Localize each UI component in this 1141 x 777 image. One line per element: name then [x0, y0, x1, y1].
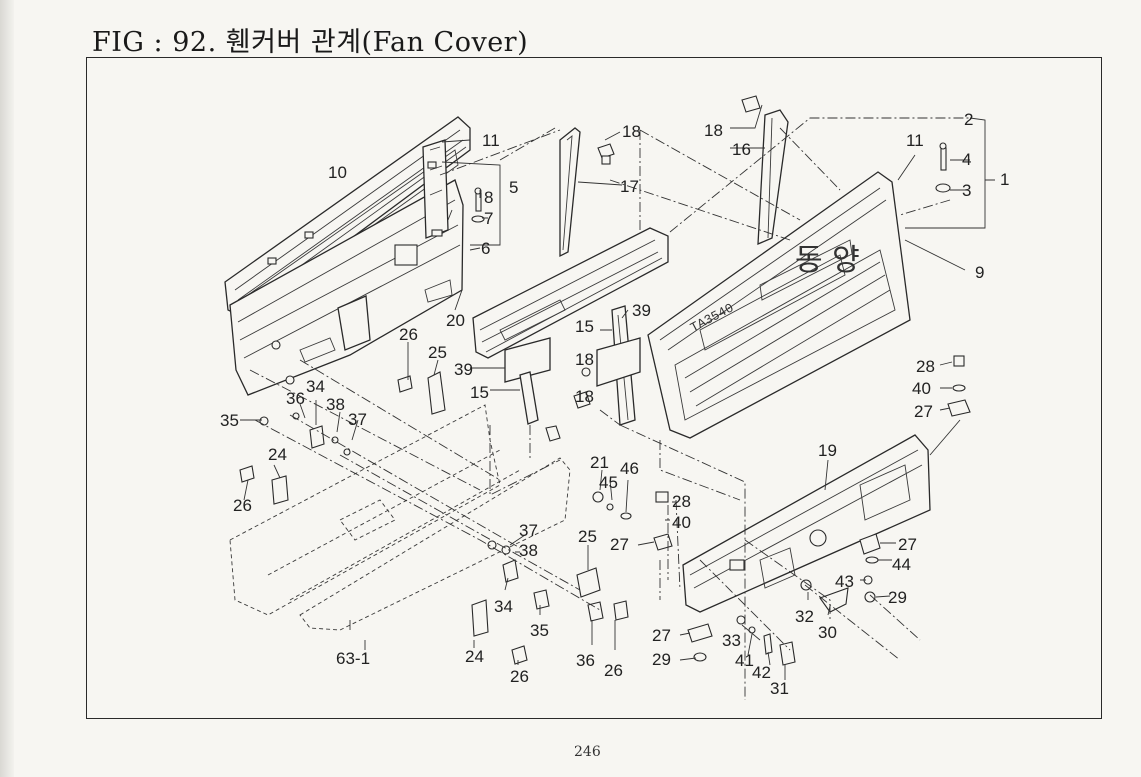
callout-26-bottom: 26	[510, 667, 529, 686]
part-17-vertical-strip	[559, 127, 581, 258]
callout-35-top: 35	[220, 411, 239, 430]
callout-35-bottom: 35	[530, 621, 549, 640]
callout-11-right: 11	[906, 131, 924, 150]
callout-8: 8	[484, 188, 493, 207]
callout-27-right: 27	[914, 402, 933, 421]
callout-34-top: 34	[306, 377, 325, 396]
callout-41: 41	[735, 651, 754, 670]
callout-16: 16	[732, 140, 751, 159]
callout-5: 5	[509, 178, 518, 197]
callout-25-top: 25	[428, 343, 447, 362]
callout-18-top: 18	[622, 122, 641, 141]
callout-6: 6	[481, 239, 490, 258]
leader-lines	[240, 104, 995, 700]
callout-29-bottom: 29	[652, 650, 671, 669]
callout-18-mid: 18	[575, 350, 594, 369]
part-middle-grille-bar	[472, 227, 669, 359]
callout-11-left: 11	[482, 131, 500, 150]
callout-27-bottom: 27	[652, 626, 671, 645]
callout-19: 19	[818, 441, 837, 460]
part-18-bolt-d	[581, 367, 591, 377]
part-63-1-frame	[229, 404, 571, 631]
part-7-8-screw-washer	[471, 187, 485, 223]
part-39-plate-a	[504, 337, 551, 383]
callout-3: 3	[962, 181, 971, 200]
part-15-bracket-a	[519, 371, 561, 442]
callout-24-top: 24	[268, 445, 287, 464]
callout-33: 33	[722, 631, 741, 650]
callout-30: 30	[818, 623, 837, 642]
scan-edge	[0, 0, 14, 777]
callout-39-left: 39	[454, 360, 473, 379]
callout-45: 45	[599, 473, 618, 492]
callout-29-right: 29	[888, 588, 907, 607]
emblem-text: 동 양	[795, 243, 860, 278]
callout-28-mid: 28	[672, 492, 691, 511]
part-18-bolt-a	[597, 143, 615, 165]
callout-40-mid: 40	[672, 513, 691, 532]
callout-34-bottom: 34	[494, 597, 513, 616]
callout-36-bottom: 36	[576, 651, 595, 670]
callout-4: 4	[962, 150, 971, 169]
page-number: 246	[574, 744, 601, 760]
callout-46: 46	[620, 459, 639, 478]
callout-27-lower-right: 27	[898, 535, 917, 554]
callout-7: 7	[484, 209, 493, 228]
callout-24-bottom: 24	[465, 647, 484, 666]
callout-18-right: 18	[704, 121, 723, 140]
callout-15-right: 15	[575, 317, 594, 336]
callout-31: 31	[770, 679, 789, 698]
callout-2: 2	[964, 110, 973, 129]
callout-40-right: 40	[912, 379, 931, 398]
callout-63-1: 63-1	[336, 649, 370, 668]
callout-37-bottom: 37	[519, 521, 538, 540]
callout-1: 1	[1000, 170, 1009, 189]
callout-36-top: 36	[286, 389, 305, 408]
callout-43: 43	[835, 572, 854, 591]
part-5-6-brackets	[422, 139, 449, 239]
callout-26-bottom-right: 26	[604, 661, 623, 680]
part-39-plate-b	[596, 337, 641, 387]
callout-38-bottom: 38	[519, 541, 538, 560]
callout-18-low: 18	[575, 387, 594, 406]
figure-title: FIG : 92. 휀커버 관계(Fan Cover)	[92, 27, 529, 58]
callout-26-top: 26	[399, 325, 418, 344]
callout-25-mid: 25	[578, 527, 597, 546]
callout-9: 9	[975, 263, 984, 282]
callout-28-right: 28	[916, 357, 935, 376]
callout-39-right: 39	[632, 301, 651, 320]
callout-21: 21	[590, 453, 609, 472]
part-3-4-screw-washer	[935, 142, 951, 193]
diagram-frame	[86, 57, 1102, 719]
callout-20: 20	[446, 311, 465, 330]
callout-37-top: 37	[348, 410, 367, 429]
part-16-vertical-strip	[741, 95, 789, 246]
callout-27-mid: 27	[610, 535, 629, 554]
callout-labels: 1 2 3 4 5 6 7 8 9 10 11 11 15 15 16 17 1…	[220, 110, 1009, 698]
part-9-radiator-grille: 동 양 TA3540	[647, 171, 911, 439]
callout-42: 42	[752, 663, 771, 682]
callout-32: 32	[795, 607, 814, 626]
callout-10: 10	[328, 163, 347, 182]
callout-17: 17	[620, 177, 639, 196]
part-18-bolt-c	[573, 391, 591, 409]
callout-26-left: 26	[233, 496, 252, 515]
callout-38-top: 38	[326, 395, 345, 414]
part-20-lower-cover	[229, 179, 464, 396]
callout-15-left: 15	[470, 383, 489, 402]
callout-44: 44	[892, 555, 911, 574]
